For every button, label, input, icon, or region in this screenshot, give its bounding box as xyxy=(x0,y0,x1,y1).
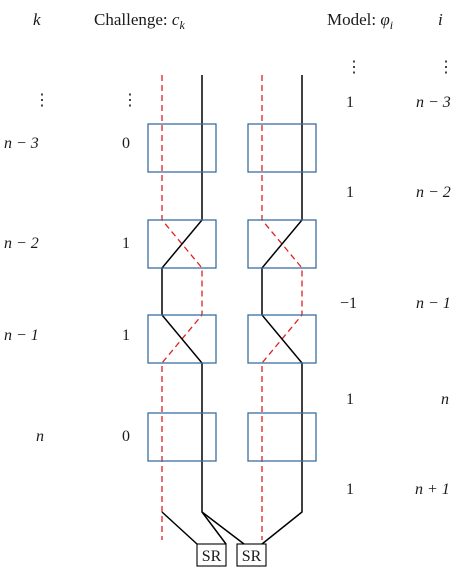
stage-k-label: n − 3 xyxy=(4,135,39,152)
model-phi-value: 1 xyxy=(346,94,354,111)
ellipsis-i: ⋮ xyxy=(438,59,454,76)
stage-box xyxy=(147,219,217,269)
stage-k-label: n − 2 xyxy=(4,235,39,252)
ellipsis-challenge: ⋮ xyxy=(122,92,138,109)
model-phi-value: 1 xyxy=(346,391,354,408)
sr-latch-label: SR xyxy=(242,548,262,565)
header-model: Model: φi xyxy=(327,10,393,32)
stage-box xyxy=(147,314,217,364)
stage-challenge-bit: 0 xyxy=(122,135,130,152)
header-challenge: Challenge: ck xyxy=(94,10,185,32)
stage-challenge-bit: 1 xyxy=(122,327,130,344)
right-chain-top-path xyxy=(261,75,303,540)
header-k: k xyxy=(33,10,41,29)
model-phi-value: 1 xyxy=(346,184,354,201)
sr-latch-box xyxy=(196,543,227,567)
model-i-label: n + 1 xyxy=(415,481,450,498)
stage-box xyxy=(147,123,217,173)
stage-box xyxy=(247,412,317,462)
stage-box xyxy=(147,412,217,462)
stage-k-label: n xyxy=(36,428,44,445)
sr-latch-label: SR xyxy=(202,548,222,565)
arbiter-input-line xyxy=(161,511,198,545)
stage-k-label: n − 1 xyxy=(4,327,39,344)
left-chain-top-path xyxy=(161,75,203,540)
right-chain-bottom-path xyxy=(261,75,303,545)
stage-box xyxy=(247,219,317,269)
ellipsis-model: ⋮ xyxy=(346,59,362,76)
model-i-label: n xyxy=(441,391,449,408)
header-i: i xyxy=(438,10,443,29)
stage-box xyxy=(247,123,317,173)
model-phi-value: −1 xyxy=(340,295,357,312)
model-i-label: n − 1 xyxy=(416,295,451,312)
stage-challenge-bit: 1 xyxy=(122,235,130,252)
stage-challenge-bit: 0 xyxy=(122,428,130,445)
left-chain-bottom-path xyxy=(161,75,245,545)
sr-latch-box xyxy=(236,543,267,567)
model-i-label: n − 2 xyxy=(416,184,451,201)
model-i-label: n − 3 xyxy=(416,94,451,111)
arbiter-input-line xyxy=(201,511,227,545)
ellipsis-k: ⋮ xyxy=(34,92,50,109)
stage-box xyxy=(247,314,317,364)
model-phi-value: 1 xyxy=(346,481,354,498)
